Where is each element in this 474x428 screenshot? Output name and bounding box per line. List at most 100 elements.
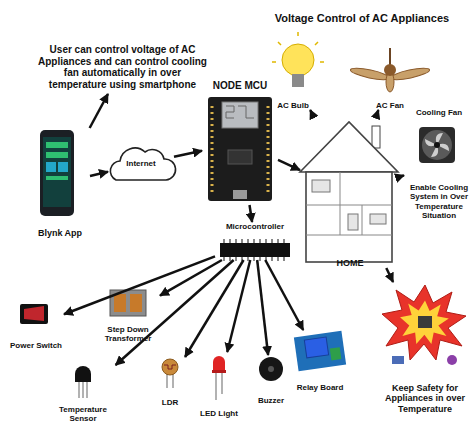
note-box: User can control voltage of AC Appliance… bbox=[35, 40, 210, 94]
app-widget bbox=[46, 162, 56, 172]
arrow-connector bbox=[90, 172, 108, 176]
relay-terminal bbox=[330, 347, 342, 360]
app-widget bbox=[58, 162, 68, 172]
fan-blades bbox=[425, 133, 449, 157]
furniture bbox=[370, 214, 386, 224]
bulb-glass bbox=[282, 44, 314, 76]
fan-hub bbox=[434, 142, 440, 148]
ldr-body bbox=[162, 359, 178, 375]
cooling-fan-icon bbox=[419, 127, 455, 163]
fan-hub bbox=[384, 64, 396, 76]
node-label: Buzzer bbox=[248, 396, 294, 405]
furniture bbox=[348, 214, 358, 230]
fan-frame bbox=[419, 127, 455, 163]
component-node: Power Switch bbox=[8, 300, 64, 350]
component-node: Step Down Transformer bbox=[96, 285, 160, 343]
arrow-connector bbox=[174, 151, 202, 157]
board-node: NODE MCU bbox=[202, 80, 278, 205]
ldr-icon bbox=[162, 359, 178, 388]
switch-housing bbox=[20, 304, 48, 324]
microcontroller-chip bbox=[220, 239, 290, 261]
arrow-connector bbox=[400, 175, 404, 176]
node-label: Internet bbox=[108, 159, 174, 168]
power-switch-icon bbox=[20, 304, 48, 324]
usb-chip bbox=[228, 150, 252, 164]
antenna-trace bbox=[226, 106, 254, 118]
house-body bbox=[306, 172, 392, 262]
arrow-connector bbox=[257, 260, 268, 355]
sensor-body bbox=[75, 366, 91, 382]
node-label: LDR bbox=[150, 398, 190, 407]
blast-outer bbox=[382, 285, 466, 360]
relay-cube bbox=[304, 337, 328, 358]
board-pcb bbox=[208, 97, 272, 201]
node-label: Power Switch bbox=[8, 341, 64, 350]
arrow-connector bbox=[64, 256, 215, 314]
ldr-legs bbox=[167, 374, 173, 388]
chimney bbox=[372, 126, 380, 148]
cooling-node: Cooling FanEnable Cooling System in Over… bbox=[404, 108, 474, 220]
node-label: Cooling Fan bbox=[404, 108, 474, 117]
temperature-sensor-icon bbox=[75, 366, 91, 398]
app-widget bbox=[46, 142, 68, 148]
ceiling-fan-icon bbox=[350, 48, 431, 92]
relay-board-icon bbox=[294, 331, 346, 371]
appliance-node: AC Bulb bbox=[262, 38, 324, 110]
fan-ring bbox=[422, 130, 452, 160]
node-label: Keep Safety for Appliances in over Tempe… bbox=[378, 383, 472, 414]
bulb-icon bbox=[272, 32, 324, 87]
appliance-debris bbox=[392, 356, 404, 364]
led-dome bbox=[213, 356, 225, 372]
led-rim bbox=[212, 370, 226, 373]
arrow-connector bbox=[278, 160, 300, 170]
phone-node: Blynk App bbox=[30, 128, 90, 238]
header-pins bbox=[212, 106, 268, 196]
buzzer-icon bbox=[259, 357, 283, 381]
buzzer-body bbox=[259, 357, 283, 381]
component-node: LDR bbox=[150, 357, 190, 407]
furniture bbox=[312, 180, 330, 192]
room-walls bbox=[306, 172, 392, 235]
arrow-connector bbox=[310, 110, 314, 118]
arrow-connector bbox=[376, 110, 379, 118]
blast-inner-group bbox=[400, 301, 449, 345]
home-node: HOME bbox=[300, 118, 400, 268]
explosion-icon bbox=[382, 285, 466, 365]
node-label: NODE MCU bbox=[202, 80, 278, 92]
arrow-connector bbox=[116, 260, 234, 365]
blast-inner bbox=[400, 301, 449, 345]
cloud-node: Internet bbox=[108, 140, 174, 188]
node-note: Enable Cooling System in Over Temperatur… bbox=[404, 183, 474, 220]
arrow-connector bbox=[250, 205, 253, 222]
node-label: HOME bbox=[300, 258, 400, 268]
led-legs bbox=[216, 372, 222, 400]
chip-node: Microcontroller bbox=[215, 222, 295, 260]
usb-port bbox=[233, 190, 247, 199]
heading-label: Voltage Control of AC Appliances bbox=[262, 12, 462, 25]
led-icon bbox=[212, 356, 226, 400]
node-label: Step Down Transformer bbox=[96, 325, 160, 343]
fan-rod bbox=[389, 48, 391, 66]
relay-pcb bbox=[294, 331, 346, 371]
buzzer-hole bbox=[268, 366, 274, 372]
arrow-connector bbox=[185, 260, 243, 357]
transformer-coil bbox=[114, 294, 126, 312]
bulb-base bbox=[292, 74, 304, 87]
component-node: Relay Board bbox=[290, 330, 350, 392]
roof bbox=[300, 122, 398, 172]
sensor-legs bbox=[79, 382, 87, 398]
component-node: LED Light bbox=[194, 352, 244, 418]
safety-node: Keep Safety for Appliances in over Tempe… bbox=[378, 282, 472, 414]
node-label: User can control voltage of AC Appliance… bbox=[35, 44, 210, 90]
node-label: Microcontroller bbox=[215, 222, 295, 231]
switch-rocker bbox=[24, 306, 44, 321]
node-label: LED Light bbox=[194, 409, 244, 418]
arrow-connector bbox=[265, 260, 303, 330]
node-label: Relay Board bbox=[290, 383, 350, 392]
smartphone-icon bbox=[40, 130, 74, 216]
component-node: Temperature Sensor bbox=[48, 365, 118, 423]
app-widget bbox=[46, 152, 68, 158]
ldr-track bbox=[164, 365, 176, 369]
node-label: Blynk App bbox=[30, 228, 90, 238]
